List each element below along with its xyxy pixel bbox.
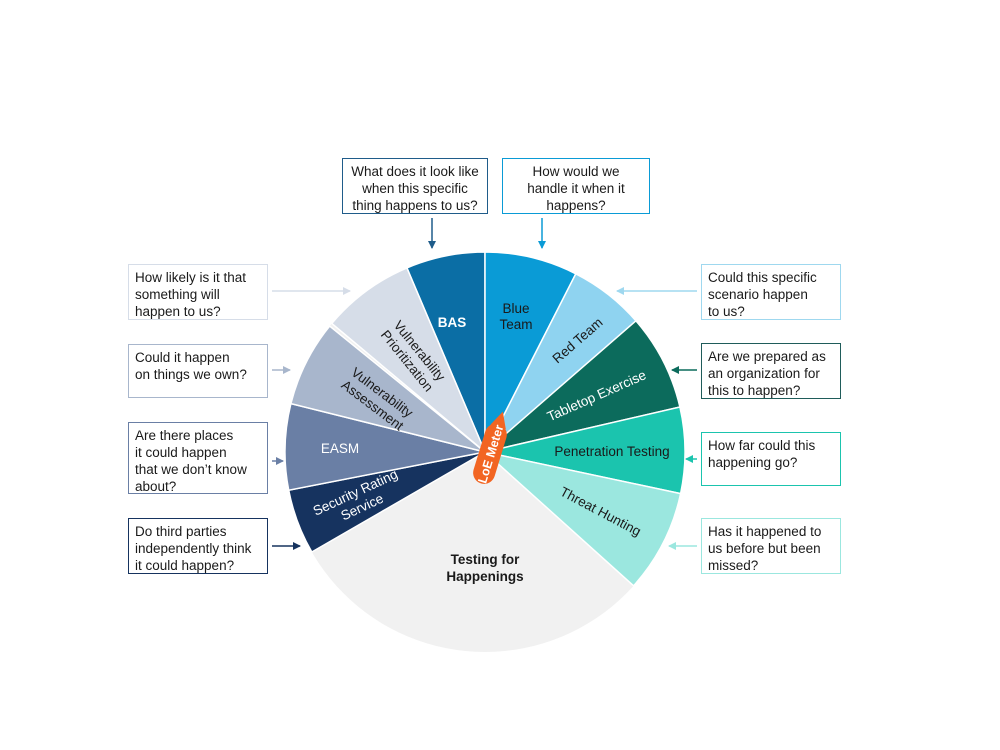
segment-label-easm: EASM bbox=[321, 441, 359, 456]
meter-body bbox=[473, 423, 507, 484]
segment-label-penetration-testing: Penetration Testing bbox=[554, 444, 669, 459]
question-box-threat-hunting: Has it happened to us before but been mi… bbox=[701, 518, 841, 574]
question-box-bas: What does it look like when this specifi… bbox=[342, 158, 488, 214]
segment-tabletop-exercise[interactable] bbox=[484, 319, 681, 453]
segment-threat-hunting[interactable] bbox=[482, 450, 682, 587]
question-connectors bbox=[272, 218, 697, 550]
meter-arrowhead bbox=[490, 411, 506, 430]
question-box-easm: Are there places it could happen that we… bbox=[128, 422, 268, 494]
question-box-security-rating-service: Do third parties independently think it … bbox=[128, 518, 268, 574]
question-box-red-team: Could this specific scenario happen to u… bbox=[701, 264, 841, 320]
segment-vulnerability-assessment[interactable] bbox=[289, 325, 486, 453]
question-box-vulnerability-prioritization: How likely is it that something will hap… bbox=[128, 264, 268, 320]
segment-vulnerability-prioritization[interactable] bbox=[330, 266, 486, 453]
question-box-penetration-testing: How far could this happening go? bbox=[701, 432, 841, 486]
question-box-blue-team: How would we handle it when it happens? bbox=[502, 158, 650, 214]
segment-label-bas: BAS bbox=[438, 315, 467, 330]
question-box-vulnerability-assessment: Could it happen on things we own? bbox=[128, 344, 268, 398]
question-box-tabletop-exercise: Are we prepared as an organization for t… bbox=[701, 343, 841, 399]
